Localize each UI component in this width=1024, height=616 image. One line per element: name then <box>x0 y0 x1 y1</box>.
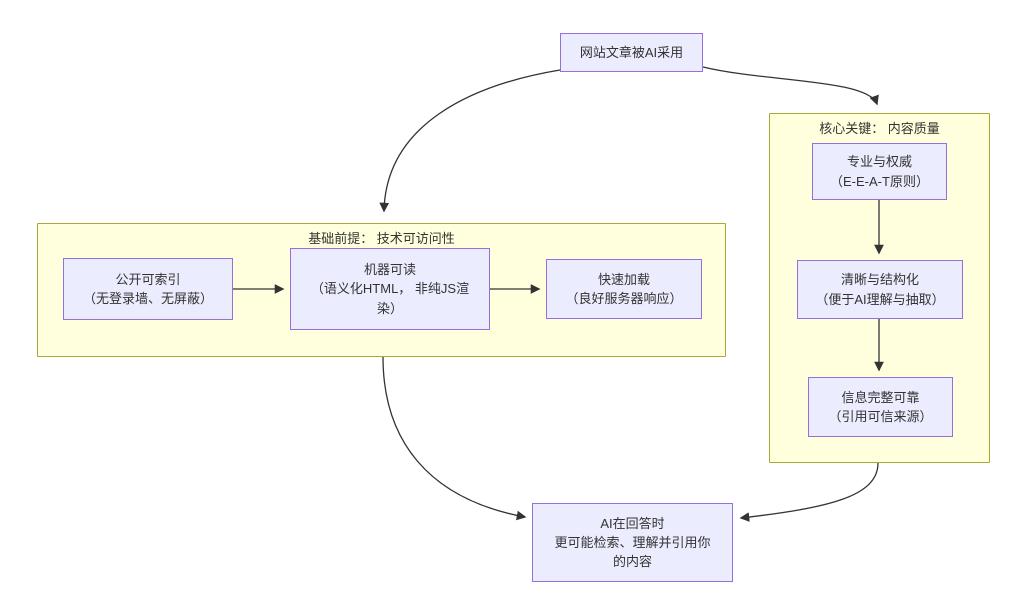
edge-source-to-cluster-tech <box>379 69 561 213</box>
node-indexable-line2: （无登录墙、无屏蔽） <box>82 291 213 306</box>
node-machine-readable-line3: 染） <box>376 300 403 316</box>
node-clarity: 清晰与结构化 （便于AI理解与抽取） <box>797 260 963 319</box>
node-expertise-line1: 专业与权威 <box>846 154 912 170</box>
node-indexable-line1: 公开可索引 <box>115 271 181 287</box>
node-machine-readable-line1: 机器可读 <box>363 262 416 278</box>
node-expertise-line2: （E-E-A-T原则） <box>830 173 929 189</box>
node-source: 网站文章被AI采用 <box>560 33 703 72</box>
cluster-quality-title: 核心关键： 内容质量 <box>819 121 940 136</box>
node-fast-loading-line2: （良好服务器响应） <box>565 291 683 306</box>
node-completeness-line1: 信息完整可靠 <box>841 389 920 405</box>
node-machine-readable: 机器可读 （语义化HTML， 非纯JS渲 染） <box>290 248 490 330</box>
node-expertise: 专业与权威 （E-E-A-T原则） <box>812 143 947 200</box>
edge-source-to-cluster-quality <box>702 66 879 106</box>
node-completeness: 信息完整可靠 （引用可信来源） <box>808 377 953 437</box>
node-outcome: AI在回答时 更可能检索、理解并引用你 的内容 <box>532 503 733 582</box>
node-outcome-line1: AI在回答时 <box>600 515 665 531</box>
node-outcome-line2: 更可能检索、理解并引用你 <box>554 534 711 550</box>
edge-cluster-tech-to-outcome <box>382 356 527 521</box>
node-machine-readable-line2: （语义化HTML， 非纯JS渲 <box>310 281 470 297</box>
node-indexable: 公开可索引 （无登录墙、无屏蔽） <box>63 258 233 320</box>
edge-cluster-quality-to-outcome <box>739 462 879 522</box>
node-outcome-line3: 的内容 <box>612 554 652 570</box>
node-clarity-line2: （便于AI理解与抽取） <box>815 291 945 307</box>
node-fast-loading-line1: 快速加载 <box>597 271 650 287</box>
node-fast-loading: 快速加载 （良好服务器响应） <box>546 259 702 319</box>
node-clarity-line1: 清晰与结构化 <box>840 272 919 288</box>
cluster-tech-title: 基础前提： 技术可访问性 <box>308 231 455 246</box>
node-source-label: 网站文章被AI采用 <box>579 44 684 60</box>
node-completeness-line2: （引用可信来源） <box>828 409 933 424</box>
